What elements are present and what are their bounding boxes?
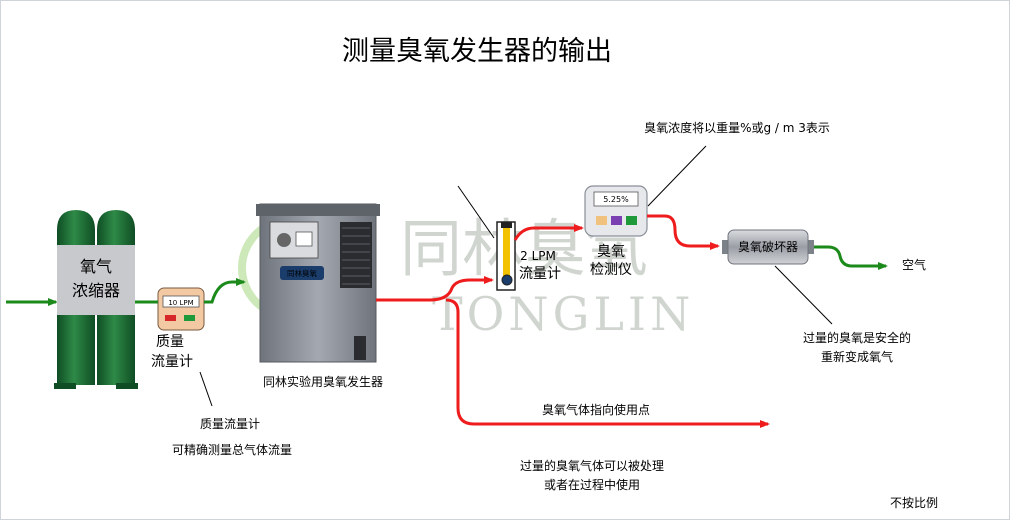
destroyer-note-line2: 重新变成氧气 <box>821 349 893 364</box>
detector-note: 臭氧浓度将以重量%或g / m 3表示 <box>644 120 830 135</box>
ozone-destroyer: 臭氧破坏器 <box>722 229 814 265</box>
ozone-line-to-use-point <box>445 298 770 428</box>
generator-badge <box>280 266 324 280</box>
mass-flow-note-text: 可精确测量总气体流量 <box>172 442 292 457</box>
page-title: 测量臭氧发生器的输出 <box>342 36 612 67</box>
destroyer-note-line1: 过量的臭氧是安全的 <box>803 330 911 345</box>
mass-flow-note-title: 质量流量计 <box>200 417 260 431</box>
ozone-line-to-flowmeter <box>376 276 494 302</box>
mass-flow-meter-value: 10 LPM <box>168 299 193 307</box>
mass-flow-pointer-line <box>199 371 213 407</box>
rotameter-pointer-line <box>457 185 495 239</box>
ozone-detector: 5.25% 臭氧 检测仪 <box>584 185 648 278</box>
rotameter: 2 LPM 流量计 <box>496 221 561 291</box>
mass-flow-meter: 10 LPM 质量 流量计 <box>151 287 205 370</box>
detector-pointer-line <box>647 145 707 207</box>
mass-flow-meter-display <box>162 295 200 308</box>
watermark-en: TONGLIN <box>432 287 694 341</box>
oxygen-line-2 <box>204 278 246 304</box>
ozone-line-to-detector <box>513 224 584 241</box>
destroyer-label: 臭氧破坏器 <box>738 239 798 254</box>
generator-fan-grille <box>340 222 372 288</box>
air-label: 空气 <box>902 257 926 272</box>
generator-badge-text: 同林臭氧 <box>287 268 317 278</box>
rotameter-label: 流量计 <box>519 266 561 282</box>
mass-flow-meter-body <box>157 287 205 331</box>
detector-display <box>593 191 639 207</box>
scale-note: 不按比例 <box>890 496 938 510</box>
mass-flow-meter-label-line1: 质量 <box>156 334 184 350</box>
use-point-note-line2: 或者在过程中使用 <box>544 477 640 492</box>
detector-label-line1: 臭氧 <box>597 244 625 260</box>
oxygen-concentrator: 氧气 浓缩器 <box>54 210 138 389</box>
concentrator-label-panel <box>57 245 135 315</box>
concentrator-label-line2: 浓缩器 <box>72 281 120 300</box>
use-point-note-line1: 过量的臭氧气体可以被处理 <box>520 458 664 473</box>
ozone-generator: 同林臭氧 同林实验用臭氧发生器 <box>256 203 383 389</box>
concentrator-label-line1: 氧气 <box>80 257 112 276</box>
detector-value: 5.25% <box>603 195 629 204</box>
watermark: 同林臭氧 TONGLIN <box>238 212 694 341</box>
destroyer-body <box>727 229 809 265</box>
detector-label-line2: 检测仪 <box>590 262 632 278</box>
air-exhaust-arrow <box>814 245 888 270</box>
rotameter-value: 2 LPM <box>520 249 556 263</box>
use-point-label: 臭氧气体指向使用点 <box>542 402 650 417</box>
ozone-line-to-destroyer <box>647 214 720 250</box>
mass-flow-meter-label-line2: 流量计 <box>151 354 193 370</box>
destroyer-pointer-line <box>774 265 833 325</box>
generator-label: 同林实验用臭氧发生器 <box>263 374 383 389</box>
